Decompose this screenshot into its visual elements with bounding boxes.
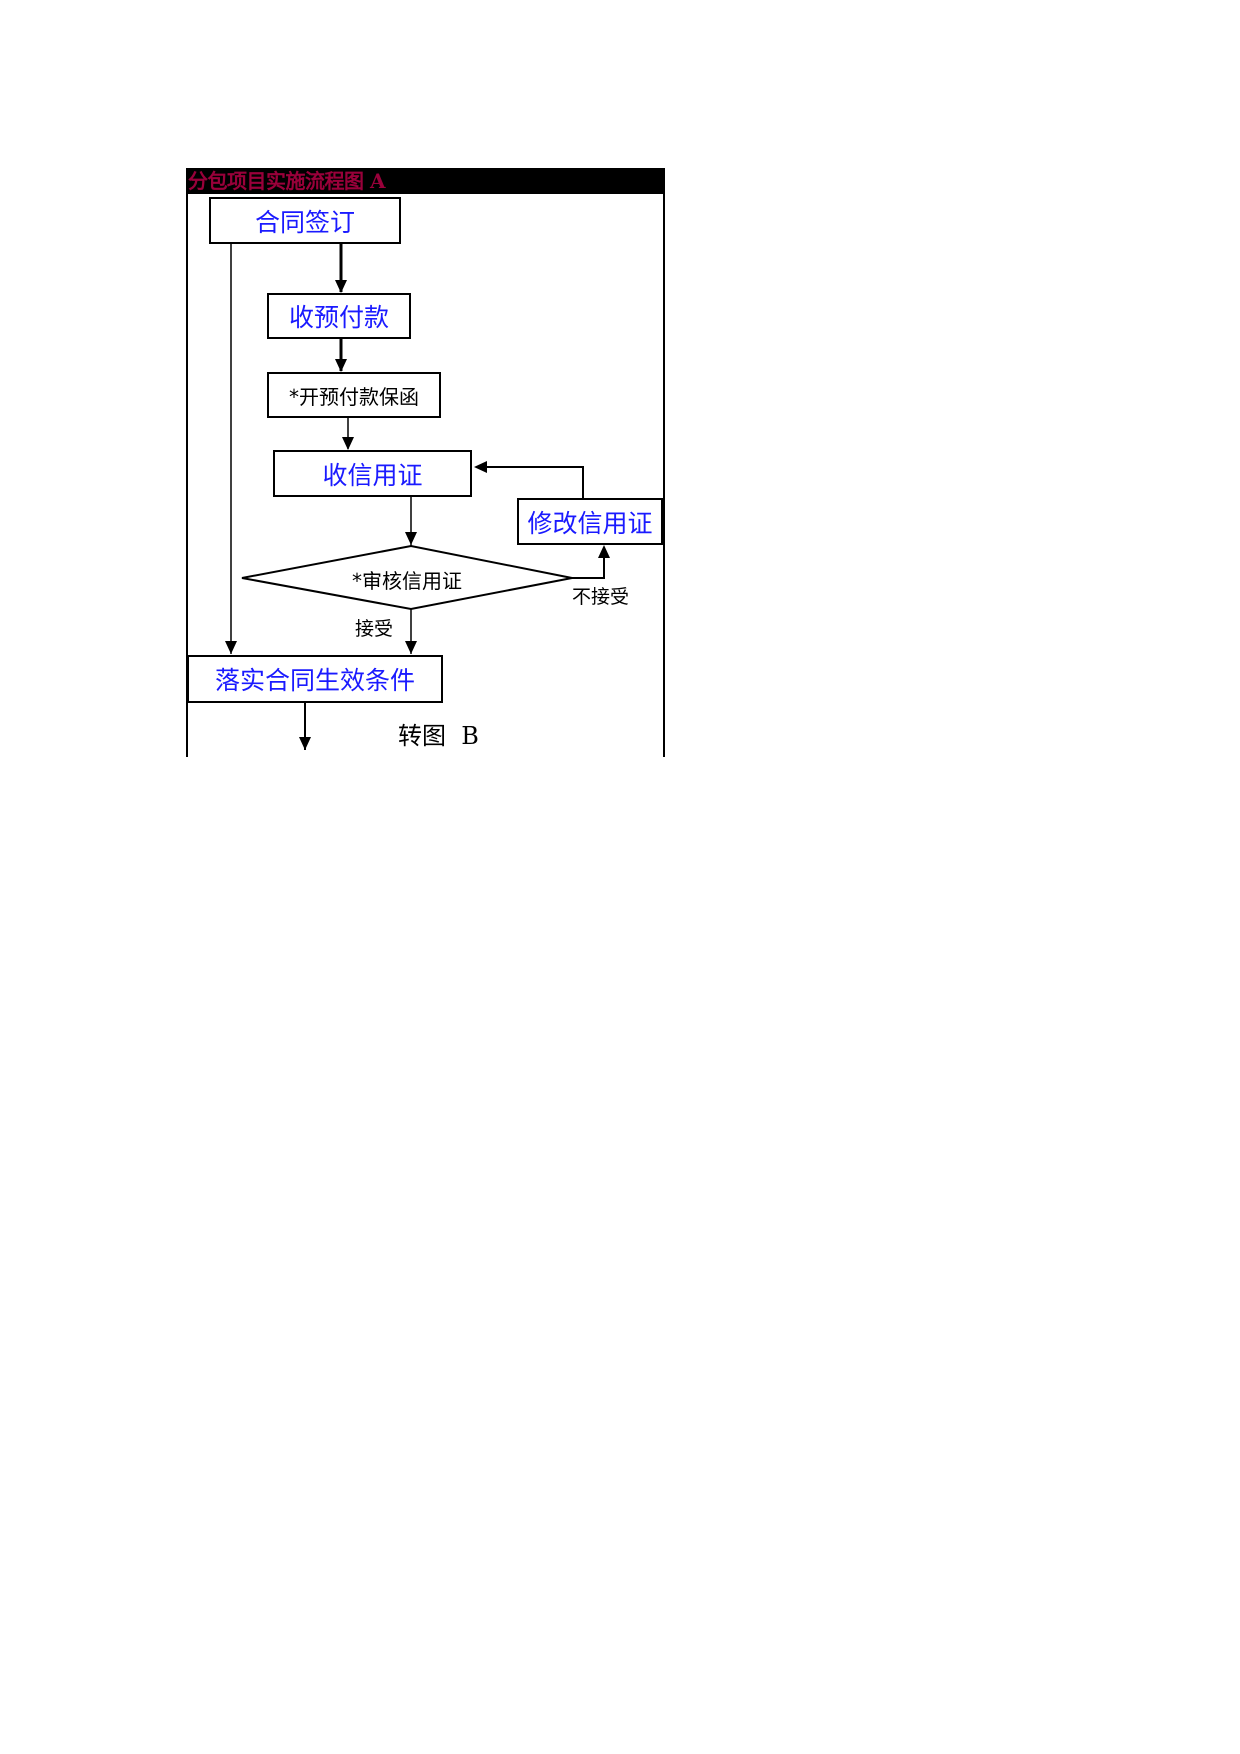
- node-modify-lc: 修改信用证: [517, 498, 663, 545]
- node-receive-lc: 收信用证: [273, 450, 472, 497]
- node-contract-signing: 合同签订: [209, 197, 401, 244]
- edge-label-reject: 不接受: [572, 586, 630, 608]
- node-label: *开预付款保函: [289, 384, 419, 409]
- diagram-frame: [186, 168, 665, 757]
- node-receive-advance-payment: 收预付款: [267, 293, 411, 339]
- edge-label-accept: 接受: [355, 618, 394, 640]
- node-review-lc-label: *审核信用证: [352, 569, 462, 593]
- title-bar: 分包项目实施流程图 A: [186, 168, 665, 194]
- node-label: 落实合同生效条件: [214, 666, 415, 695]
- node-issue-advance-guarantee: *开预付款保函: [267, 372, 441, 418]
- node-label: 收信用证: [322, 460, 423, 490]
- continuation-label: 转图 B: [398, 722, 479, 750]
- node-label: 合同签订: [254, 207, 355, 237]
- node-label: 收预付款: [288, 303, 389, 332]
- node-implement-effective-conditions: 落实合同生效条件: [187, 655, 443, 703]
- diagram-title: 分包项目实施流程图 A: [188, 169, 385, 193]
- node-label: 修改信用证: [527, 508, 653, 538]
